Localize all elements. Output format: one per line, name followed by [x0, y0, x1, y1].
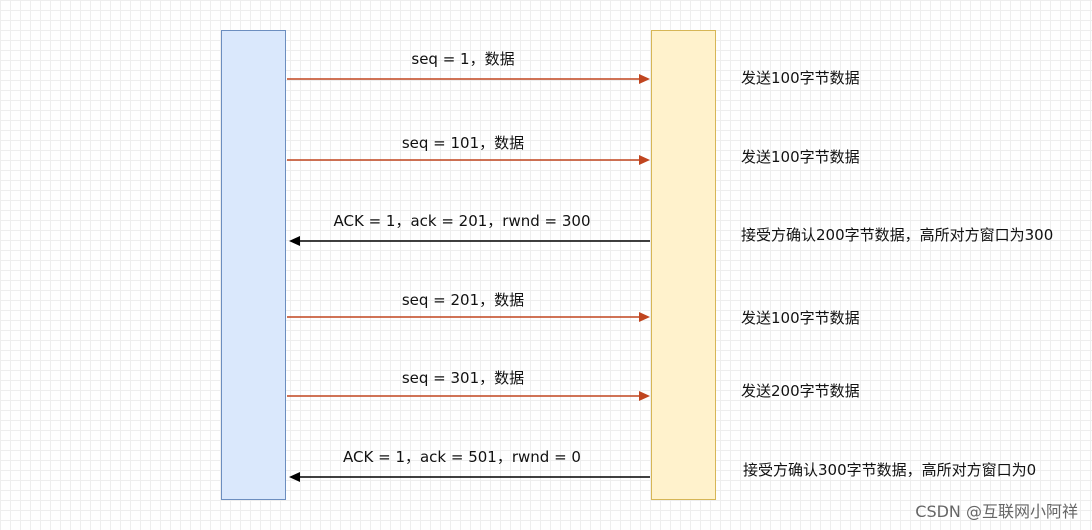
step-note: 发送200字节数据 — [741, 382, 860, 400]
message-label: seq = 1，数据 — [411, 50, 515, 68]
arrowhead — [289, 236, 300, 246]
step-note: 接受方确认300字节数据，高所对方窗口为0 — [743, 461, 1037, 479]
arrowhead — [639, 312, 650, 322]
message-arrow — [289, 472, 650, 482]
message-label: seq = 201，数据 — [401, 291, 525, 309]
step-note: 发送100字节数据 — [741, 309, 860, 327]
message-label: seq = 101，数据 — [401, 134, 525, 152]
message-label: seq = 301，数据 — [401, 369, 525, 387]
arrowhead — [639, 155, 650, 165]
message-arrow — [287, 391, 650, 401]
arrowhead — [289, 472, 300, 482]
sender-lifeline — [221, 30, 286, 500]
arrowhead — [639, 74, 650, 84]
message-label: ACK = 1，ack = 201，rwnd = 300 — [333, 212, 591, 230]
arrowhead — [639, 391, 650, 401]
message-arrow — [287, 155, 650, 165]
message-label: ACK = 1，ack = 501，rwnd = 0 — [343, 448, 581, 466]
watermark: CSDN @互联网小阿祥 — [915, 502, 1078, 521]
step-note: 发送100字节数据 — [741, 148, 860, 166]
message-arrow — [289, 236, 650, 246]
message-arrow — [287, 74, 650, 84]
message-arrow — [287, 312, 650, 322]
step-note: 接受方确认200字节数据，高所对方窗口为300 — [741, 226, 1054, 244]
receiver-lifeline — [651, 30, 716, 500]
step-note: 发送100字节数据 — [741, 69, 860, 87]
